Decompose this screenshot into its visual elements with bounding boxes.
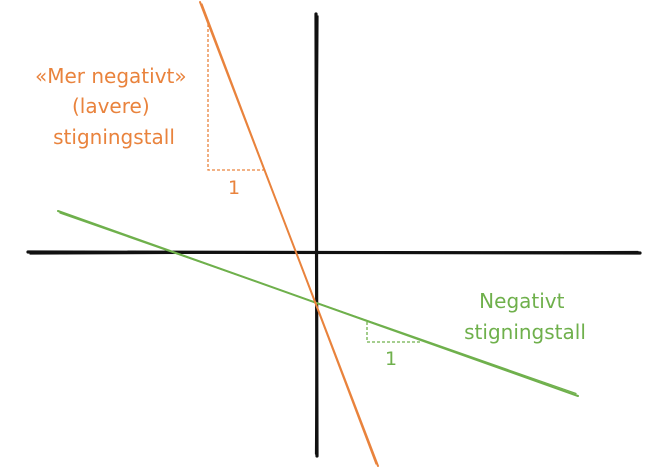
shallow-slope-triangle xyxy=(366,322,422,343)
shallow-label-line-1: Negativt xyxy=(479,289,564,313)
steep-run-label: 1 xyxy=(228,177,240,199)
steep-line-label: «Mer negativt» (lavere) stigningstall xyxy=(35,64,193,149)
x-axis-sketch-stroke xyxy=(29,250,639,255)
y-axis-sketch-stroke xyxy=(314,15,319,455)
steep-slope-triangle xyxy=(207,24,265,171)
steep-label-line-2: (lavere) xyxy=(72,94,150,118)
steep-slope-line: 1 «Mer negativt» (lavere) stigningstall xyxy=(35,1,379,467)
shallow-line-label: Negativt stigningstall xyxy=(464,289,586,344)
steep-line-sketch-stroke xyxy=(201,3,377,465)
axes xyxy=(26,12,642,458)
steep-label-line-1: «Mer negativt» xyxy=(35,64,187,88)
shallow-slope-line: 1 Negativt stigningstall xyxy=(57,210,586,397)
shallow-label-line-2: stigningstall xyxy=(464,320,586,344)
steep-label-line-3: stigningstall xyxy=(53,125,175,149)
shallow-line-sketch-stroke xyxy=(59,212,577,395)
shallow-run-label: 1 xyxy=(385,348,397,370)
